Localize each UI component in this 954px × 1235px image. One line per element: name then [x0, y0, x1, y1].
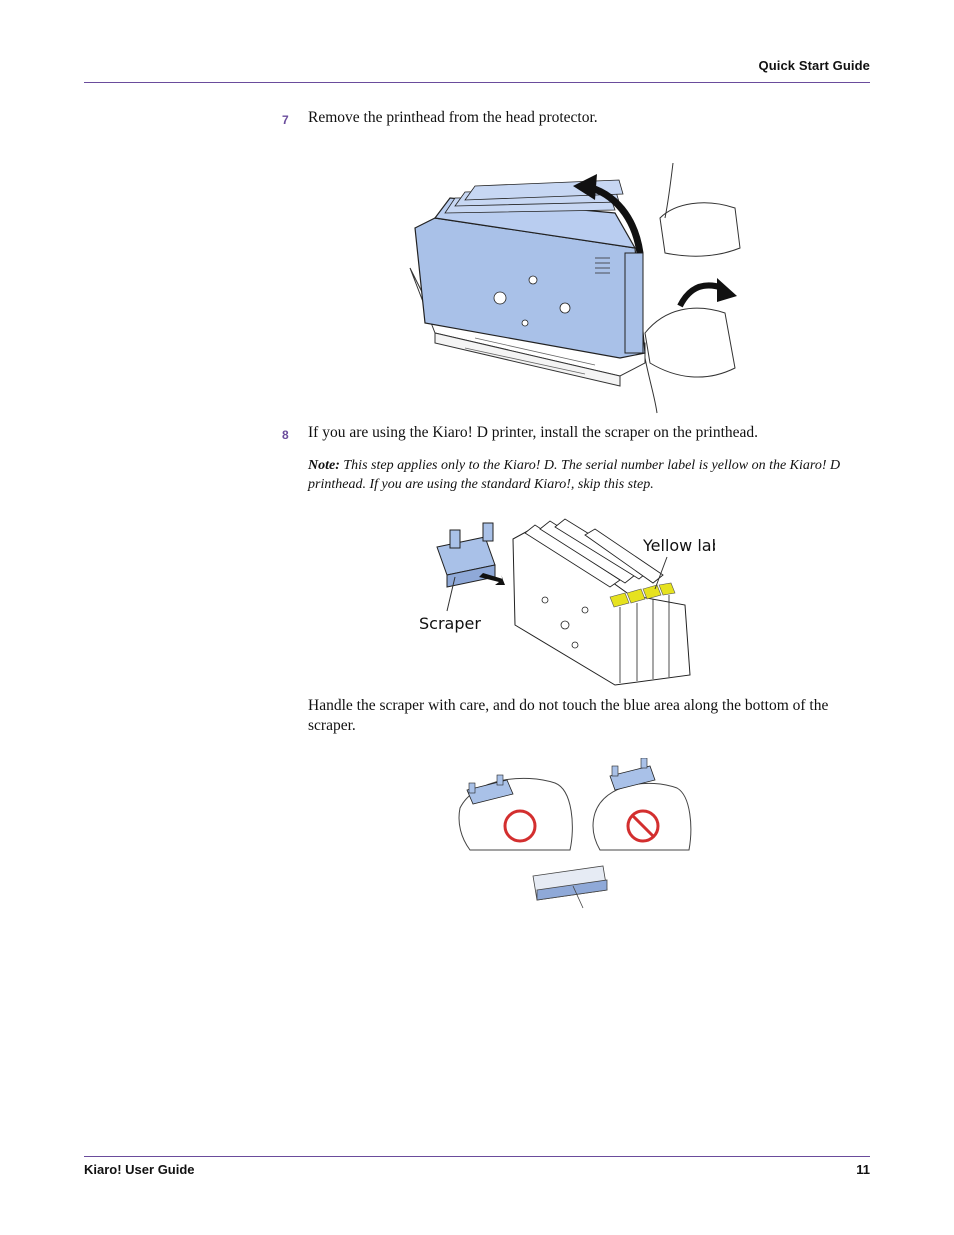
note-text: This step applies only to the Kiaro! D. …: [308, 458, 841, 492]
step-number: 8: [282, 428, 289, 442]
handling-paragraph: Handle the scraper with care, and do not…: [308, 697, 829, 734]
ok-circle-icon: [503, 809, 537, 843]
note-block: Note: This step applies only to the Kiar…: [308, 456, 868, 494]
prohibited-icon: [626, 809, 660, 843]
page-number: 11: [856, 1162, 870, 1177]
footer-title: Kiaro! User Guide: [84, 1162, 195, 1177]
step-text: If you are using the Kiaro! D printer, i…: [308, 424, 759, 441]
scraper-handling-illustration: [458, 758, 692, 909]
note-label: Note:: [308, 458, 340, 473]
header-title: Quick Start Guide: [758, 58, 870, 73]
scraper-label: Scraper: [419, 614, 481, 633]
header-rule: [84, 82, 870, 83]
step-text: Remove the printhead from the head prote…: [308, 109, 598, 126]
yellow-label-label: Yellow label: [642, 536, 715, 555]
printhead-removal-illustration: [409, 162, 741, 414]
scraper-install-illustration: Scraper Yellow label: [419, 518, 715, 686]
footer-rule: [84, 1156, 870, 1157]
step-number: 7: [282, 113, 289, 127]
